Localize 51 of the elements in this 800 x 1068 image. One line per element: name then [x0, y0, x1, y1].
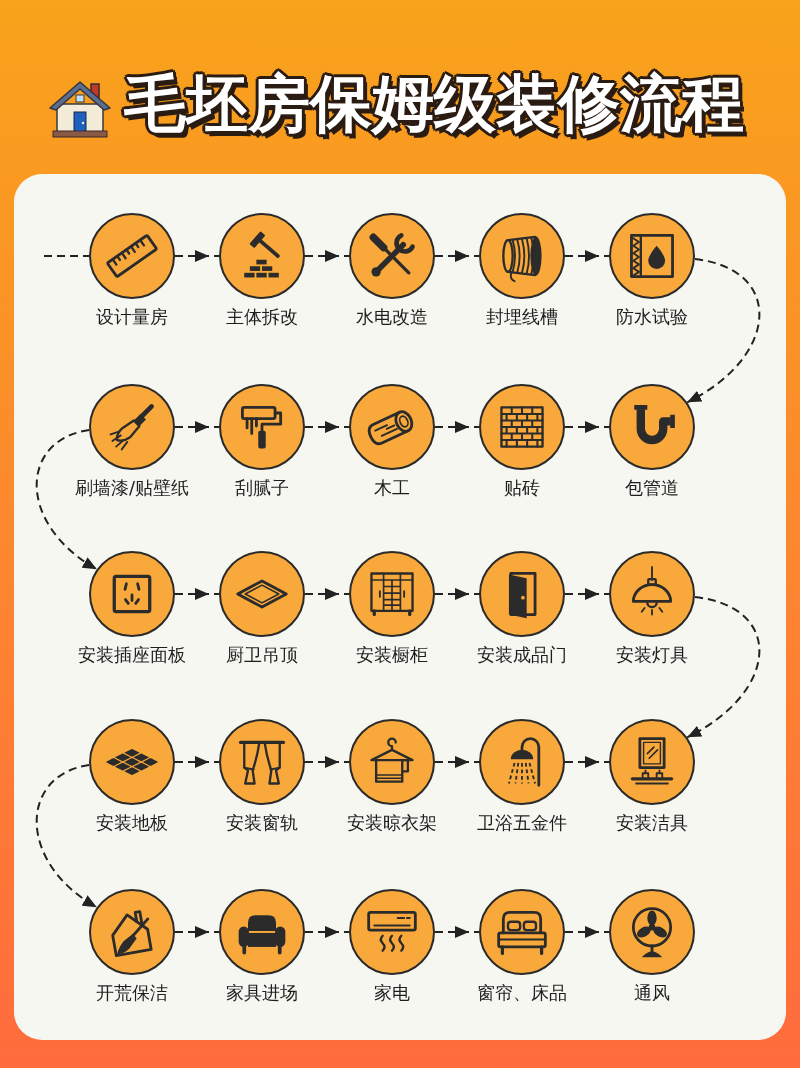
- dashed-arrow: [564, 926, 610, 938]
- step-label: 安装地板: [96, 812, 168, 834]
- step-label: 家电: [374, 982, 410, 1004]
- dashed-line: [43, 255, 90, 257]
- dashed-arrow: [564, 588, 610, 600]
- step-label: 封埋线槽: [486, 306, 558, 328]
- dashed-arrow: [686, 258, 761, 404]
- dashed-arrow: [434, 756, 480, 768]
- dashed-arrow: [174, 926, 220, 938]
- step-label: 安装插座面板: [78, 644, 186, 666]
- step-label: 窗帘、床品: [477, 982, 567, 1004]
- dashed-arrow: [174, 756, 220, 768]
- step-label: 主体拆改: [226, 306, 298, 328]
- step-label: 木工: [374, 477, 410, 499]
- dashed-arrow: [35, 764, 98, 909]
- step-label: 安装灯具: [616, 644, 688, 666]
- dashed-arrow: [304, 756, 350, 768]
- dashed-arrow: [564, 421, 610, 433]
- step-label: 安装橱柜: [356, 644, 428, 666]
- step-label: 家具进场: [226, 982, 298, 1004]
- dashed-arrow: [35, 429, 98, 571]
- step-label: 通风: [634, 982, 670, 1004]
- step-label: 贴砖: [504, 477, 540, 499]
- step-label: 刷墙漆/贴壁纸: [74, 477, 190, 499]
- step-label: 防水试验: [616, 306, 688, 328]
- dashed-arrow: [434, 926, 480, 938]
- step-label: 安装洁具: [616, 812, 688, 834]
- dashed-arrow: [174, 250, 220, 262]
- step-label: 安装晾衣架: [347, 812, 437, 834]
- step-label: 卫浴五金件: [477, 812, 567, 834]
- dashed-arrow: [304, 588, 350, 600]
- step-label: 刮腻子: [235, 477, 289, 499]
- step-label: 安装窗轨: [226, 812, 298, 834]
- dashed-arrow: [564, 756, 610, 768]
- dashed-arrow: [434, 250, 480, 262]
- title: 毛坯房保姆级装修流程: [124, 68, 744, 140]
- dashed-arrow: [174, 421, 220, 433]
- step-label: 设计量房: [96, 306, 168, 328]
- dashed-arrow: [686, 596, 761, 739]
- dashed-arrow: [304, 250, 350, 262]
- dashed-arrow: [564, 250, 610, 262]
- step-label: 厨卫吊顶: [226, 644, 298, 666]
- step-label: 安装成品门: [477, 644, 567, 666]
- step-label: 包管道: [625, 477, 679, 499]
- dashed-arrow: [434, 421, 480, 433]
- dashed-arrow: [174, 588, 220, 600]
- dashed-arrow: [304, 421, 350, 433]
- dashed-arrow: [434, 588, 480, 600]
- step-label: 水电改造: [356, 306, 428, 328]
- step-label: 开荒保洁: [96, 982, 168, 1004]
- dashed-arrow: [304, 926, 350, 938]
